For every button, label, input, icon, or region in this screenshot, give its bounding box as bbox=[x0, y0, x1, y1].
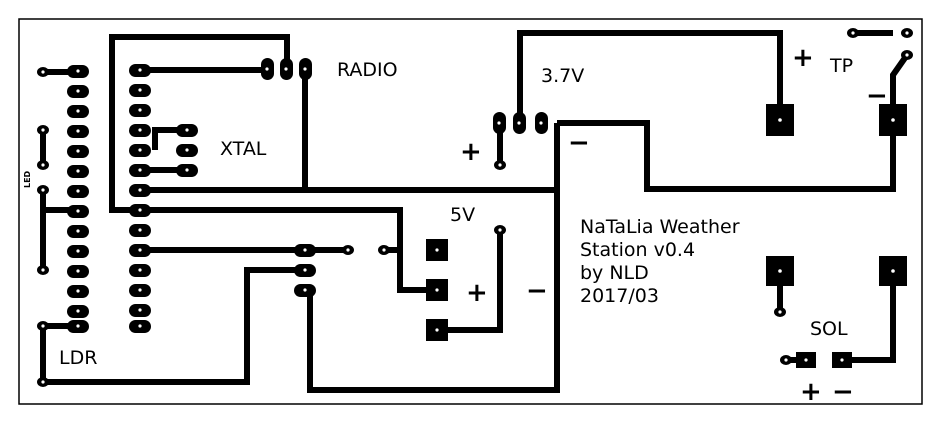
silkscreen-labels: RADIO XTAL LED LDR 3.7V TP 5V SOL + − + … bbox=[23, 43, 888, 407]
drill-holes bbox=[41, 31, 909, 384]
battery-voltage-label: 3.7V bbox=[541, 65, 584, 87]
board-outline bbox=[18, 18, 923, 405]
led-label: LED bbox=[23, 170, 32, 188]
5v-plus-sign: + bbox=[466, 278, 488, 308]
title-line-1: NaTaLia Weather bbox=[580, 216, 740, 238]
battery-minus-sign: − bbox=[568, 128, 590, 158]
sol-minus-sign: − bbox=[832, 377, 854, 407]
ic-left-pads bbox=[67, 65, 89, 333]
title-line-2: Station v0.4 bbox=[580, 239, 695, 261]
title-line-3: by NLD bbox=[580, 262, 649, 284]
xtal-label: XTAL bbox=[220, 138, 267, 160]
tp-label: TP bbox=[829, 55, 853, 77]
tp-plus-sign: + bbox=[792, 43, 814, 73]
sol-plus-sign: + bbox=[800, 377, 822, 407]
battery-plus-sign: + bbox=[460, 137, 482, 167]
sol-label: SOL bbox=[810, 318, 848, 340]
5v-label: 5V bbox=[450, 204, 475, 226]
5v-minus-sign: − bbox=[526, 276, 548, 306]
title-line-4: 2017/03 bbox=[580, 285, 659, 307]
ldr-label: LDR bbox=[59, 347, 97, 369]
sol-pads bbox=[766, 256, 907, 368]
radio-label: RADIO bbox=[337, 59, 398, 81]
tp-minus-sign: − bbox=[866, 81, 888, 111]
ic-right-pads bbox=[129, 64, 151, 333]
